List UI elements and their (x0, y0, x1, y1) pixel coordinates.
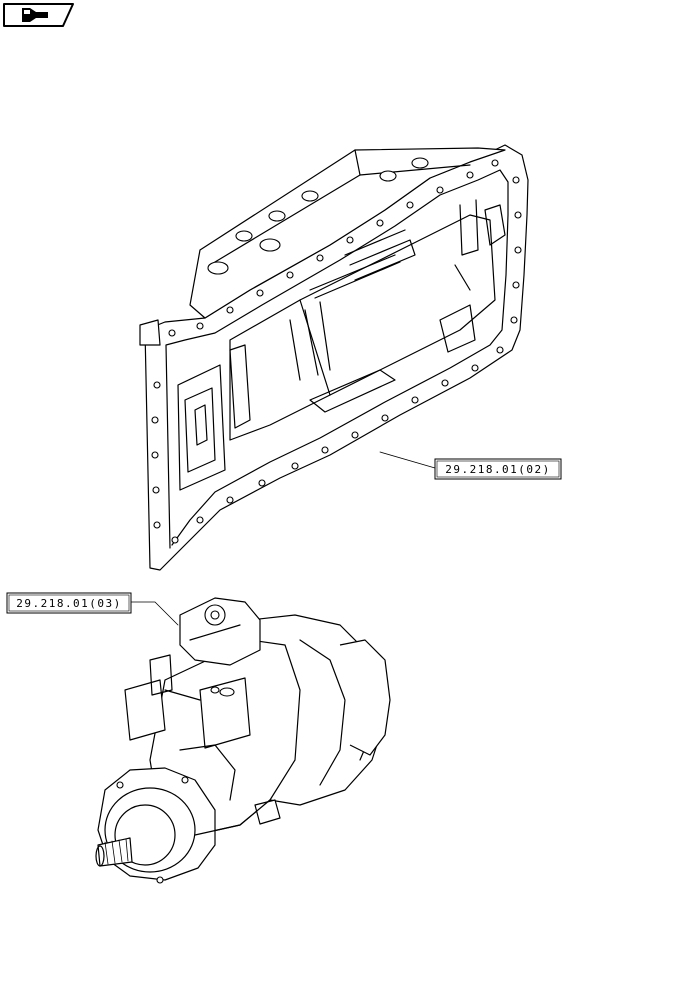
callout-pump-label: 29.218.01(03) (16, 597, 122, 610)
hydraulic-pump-drawing (95, 597, 391, 884)
callout-pump[interactable]: 29.218.01(03) (6, 592, 132, 614)
flange-holes (151, 159, 522, 544)
book-page-arrow-icon[interactable] (3, 3, 74, 27)
transmission-housing-drawing (139, 144, 529, 571)
callout-housing[interactable]: 29.218.01(02) (434, 458, 562, 480)
callout-housing-label: 29.218.01(02) (445, 463, 551, 476)
